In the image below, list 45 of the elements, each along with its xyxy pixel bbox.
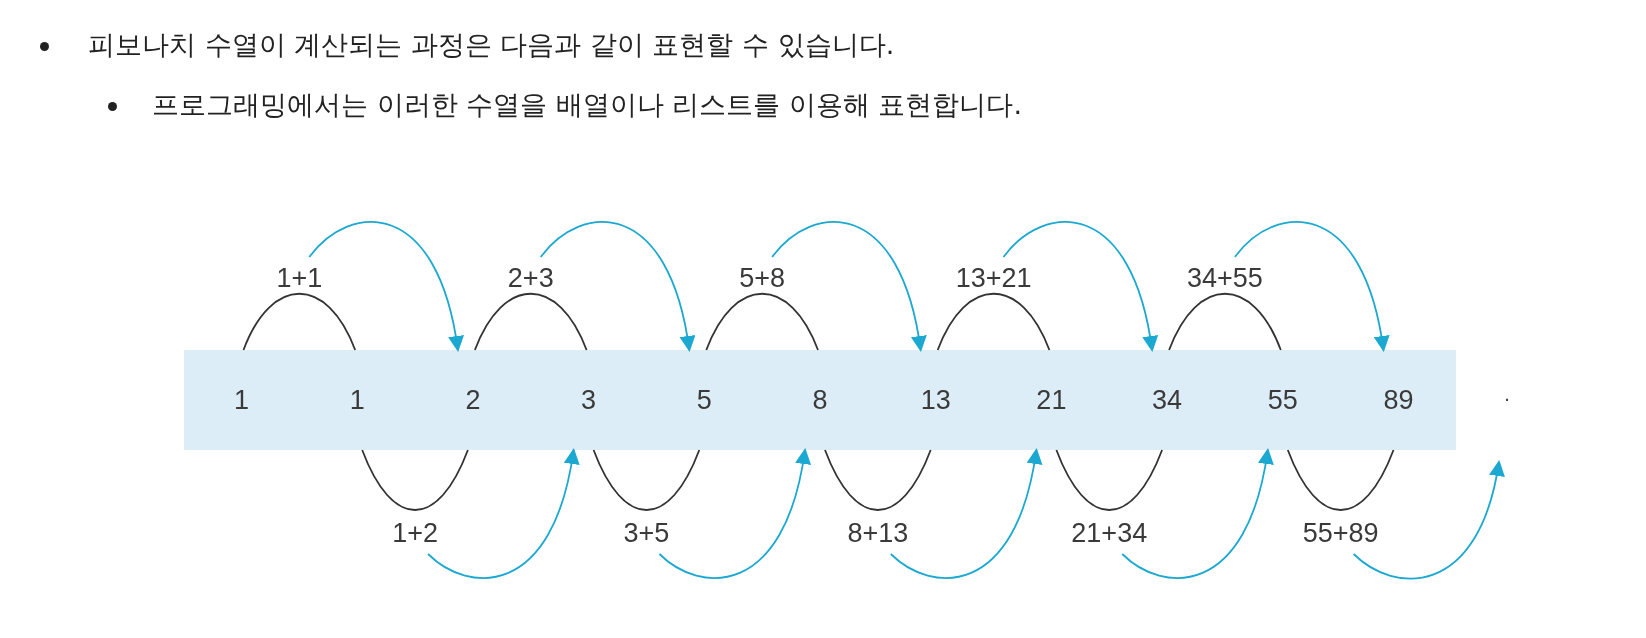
sequence-number: 21 [1011, 350, 1092, 450]
sequence-number: 89 [1358, 350, 1439, 450]
sequence-number: 13 [895, 350, 976, 450]
sequence-number: 1 [317, 350, 398, 450]
arrow [889, 448, 1042, 579]
sum-label: 13+21 [948, 263, 1039, 293]
bullet-text: 프로그래밍에서는 이러한 수열을 배열이나 리스트를 이용해 표현합니다. [152, 88, 1023, 122]
sum-label: 3+5 [601, 518, 692, 548]
arc [242, 292, 357, 351]
sequence-number: 1 [201, 350, 282, 450]
arrow [539, 221, 695, 352]
sum-label: 34+55 [1179, 263, 1270, 293]
arc [936, 292, 1051, 351]
sum-label: 21+34 [1064, 518, 1155, 548]
arc [705, 292, 819, 351]
sequence-number: 34 [1127, 350, 1208, 450]
sum-label: 5+8 [717, 263, 808, 293]
arc [474, 292, 588, 351]
sequence-number: 8 [780, 350, 860, 450]
arc [1168, 292, 1282, 351]
arrow [658, 448, 811, 579]
sum-label: 1+1 [254, 263, 345, 293]
arrow [1121, 448, 1274, 579]
arc [824, 449, 932, 511]
ellipsis-dot: . [1495, 384, 1519, 462]
arrow [308, 221, 464, 352]
arc [1055, 449, 1163, 511]
arrow [1234, 221, 1389, 352]
sum-label: 2+3 [485, 263, 576, 293]
arc [361, 449, 469, 511]
sequence-number: 2 [432, 350, 513, 450]
number-band [184, 350, 1456, 450]
sum-label: 1+2 [370, 518, 461, 548]
sequence-number: 5 [664, 350, 745, 450]
arrow [1352, 460, 1505, 580]
arrow [1002, 221, 1158, 352]
sum-label: 8+13 [832, 518, 923, 548]
arc [1286, 449, 1395, 511]
arc [592, 449, 701, 511]
arrow [771, 221, 927, 352]
sum-label: 55+89 [1295, 518, 1386, 548]
arrow [427, 448, 579, 579]
sequence-number: 3 [548, 350, 629, 450]
bullet-text: 피보나치 수열이 계산되는 과정은 다음과 같이 표현할 수 있습니다. [88, 28, 895, 62]
sequence-number: 55 [1242, 350, 1323, 450]
